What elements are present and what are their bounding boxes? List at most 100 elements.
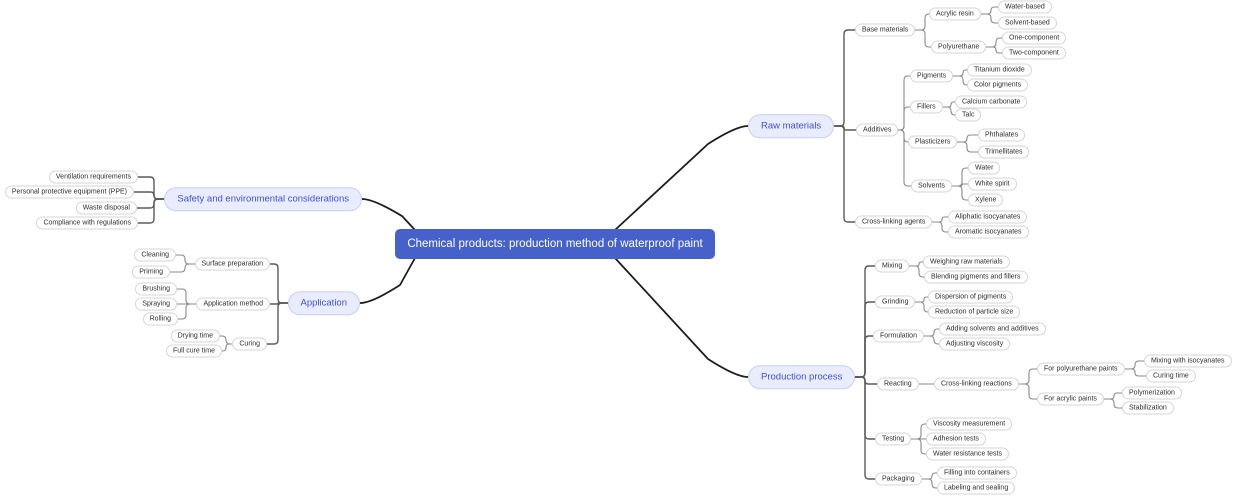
node-drying-time[interactable]: Drying time — [170, 329, 220, 343]
connector-line — [269, 263, 289, 304]
node-plasticizers[interactable]: Plasticizers — [908, 135, 958, 149]
node-fillers[interactable]: Fillers — [910, 100, 943, 114]
node-packaging[interactable]: Packaging — [875, 472, 922, 486]
connector-line — [833, 125, 856, 223]
node-adjusting-viscosity[interactable]: Adjusting viscosity — [939, 337, 1011, 351]
node-mixing[interactable]: Mixing — [875, 259, 910, 273]
node-white-spirit[interactable]: White spirit — [968, 177, 1017, 191]
node-spraying[interactable]: Spraying — [135, 297, 177, 311]
node-full-cure-time[interactable]: Full cure time — [165, 344, 222, 358]
connector-line — [133, 191, 165, 200]
node-curing[interactable]: Curing — [232, 337, 267, 351]
node-dispersion-of-pigments[interactable]: Dispersion of pigments — [928, 290, 1014, 304]
node-polyurethane[interactable]: Polyurethane — [931, 40, 987, 54]
connector-line — [923, 335, 940, 345]
connector-line — [980, 13, 999, 24]
node-testing[interactable]: Testing — [875, 432, 912, 446]
connector-line — [269, 302, 289, 305]
node-xylene[interactable]: Xylene — [968, 193, 1004, 207]
connector-line — [266, 302, 289, 345]
node-viscosity-measurement[interactable]: Viscosity measurement — [926, 417, 1013, 431]
node-cleaning[interactable]: Cleaning — [134, 248, 176, 262]
connector-line — [931, 216, 949, 223]
node-acrylic-resin[interactable]: Acrylic resin — [929, 7, 981, 21]
connector-line — [175, 254, 196, 265]
node-filling-into-containers[interactable]: Filling into containers — [937, 466, 1017, 480]
node-reduction-of-particle-size[interactable]: Reduction of particle size — [928, 305, 1021, 319]
connector-line — [614, 125, 749, 231]
connector-line — [897, 106, 911, 131]
node-formulation[interactable]: Formulation — [873, 329, 924, 343]
connector-line — [951, 183, 969, 187]
connector-line — [177, 303, 197, 320]
node-color-pigments[interactable]: Color pigments — [967, 78, 1029, 92]
node-water-resistance-tests[interactable]: Water resistance tests — [926, 447, 1009, 461]
connector-line — [931, 221, 949, 233]
node-calcium-carbonate[interactable]: Calcium carbonate — [955, 95, 1028, 109]
central-topic[interactable]: Chemical products: production method of … — [395, 229, 715, 260]
node-one-component[interactable]: One-component — [1002, 31, 1067, 45]
connector-line — [910, 423, 927, 440]
connector-line — [1103, 398, 1123, 409]
connector-line — [952, 75, 968, 86]
node-personal-protective-equipment-ppe[interactable]: Personal protective equipment (PPE) — [4, 185, 134, 199]
node-labeling-and-sealing[interactable]: Labeling and sealing — [937, 481, 1016, 495]
connector-line — [914, 296, 929, 303]
node-solvents[interactable]: Solvents — [911, 179, 952, 193]
node-rolling[interactable]: Rolling — [142, 312, 178, 326]
connector-line — [952, 69, 968, 77]
connector-line — [956, 141, 979, 153]
node-stabilization[interactable]: Stabilization — [1122, 401, 1174, 415]
node-aromatic-isocyanates[interactable]: Aromatic isocyanates — [948, 225, 1029, 239]
node-priming[interactable]: Priming — [132, 265, 170, 279]
node-waste-disposal[interactable]: Waste disposal — [75, 201, 137, 215]
node-water-based[interactable]: Water-based — [998, 0, 1052, 14]
connector-line — [980, 6, 999, 15]
node-two-component[interactable]: Two-component — [1002, 46, 1066, 60]
connector-line — [833, 29, 856, 127]
node-blending-pigments-and-fillers[interactable]: Blending pigments and fillers — [924, 270, 1028, 284]
connector-line — [137, 198, 165, 224]
node-adding-solvents-and-additives[interactable]: Adding solvents and additives — [939, 322, 1046, 336]
node-for-acrylic-paints[interactable]: For acrylic paints — [1037, 392, 1104, 406]
branch-production-process[interactable]: Production process — [748, 365, 856, 389]
connector-line — [169, 263, 196, 273]
connector-line — [942, 101, 956, 108]
node-mixing-with-isocyanates[interactable]: Mixing with isocyanates — [1144, 354, 1232, 368]
node-additives[interactable]: Additives — [856, 123, 899, 137]
connector-line — [923, 328, 940, 337]
node-ventilation-requirements[interactable]: Ventilation requirements — [48, 170, 138, 184]
connector-line — [956, 134, 979, 143]
node-grinding[interactable]: Grinding — [875, 295, 916, 309]
node-application-method[interactable]: Application method — [196, 297, 270, 311]
connector-line — [1103, 392, 1123, 400]
node-talc[interactable]: Talc — [955, 108, 982, 122]
connector-line — [951, 167, 969, 187]
node-adhesion-tests[interactable]: Adhesion tests — [926, 432, 986, 446]
node-brushing[interactable]: Brushing — [135, 282, 177, 296]
node-aliphatic-isocyanates[interactable]: Aliphatic isocyanates — [948, 210, 1028, 224]
branch-application[interactable]: Application — [287, 291, 360, 315]
node-reacting[interactable]: Reacting — [877, 377, 919, 391]
node-surface-preparation[interactable]: Surface preparation — [194, 257, 270, 271]
node-pigments[interactable]: Pigments — [910, 69, 954, 83]
connector-line — [942, 106, 956, 116]
node-phthalates[interactable]: Phthalates — [978, 128, 1026, 142]
node-water[interactable]: Water — [968, 161, 1001, 175]
node-solvent-based[interactable]: Solvent-based — [998, 16, 1057, 30]
node-cross-linking-agents[interactable]: Cross-linking agents — [855, 215, 933, 229]
node-polymerization[interactable]: Polymerization — [1122, 386, 1182, 400]
node-base-materials[interactable]: Base materials — [855, 23, 916, 37]
node-trimellitates[interactable]: Trimellitates — [978, 145, 1030, 159]
node-weighing-raw-materials[interactable]: Weighing raw materials — [923, 255, 1010, 269]
node-cross-linking-reactions[interactable]: Cross-linking reactions — [934, 377, 1019, 391]
connector-line — [1124, 368, 1147, 377]
node-curing-time[interactable]: Curing time — [1146, 369, 1196, 383]
node-titanium-dioxide[interactable]: Titanium dioxide — [967, 63, 1032, 77]
node-for-polyurethane-paints[interactable]: For polyurethane paints — [1037, 362, 1125, 376]
node-compliance-with-regulations[interactable]: Compliance with regulations — [36, 216, 138, 230]
branch-raw-materials[interactable]: Raw materials — [748, 114, 835, 138]
connector-line — [921, 472, 938, 480]
branch-safety-and-environmental-considerations[interactable]: Safety and environmental considerations — [164, 187, 362, 211]
